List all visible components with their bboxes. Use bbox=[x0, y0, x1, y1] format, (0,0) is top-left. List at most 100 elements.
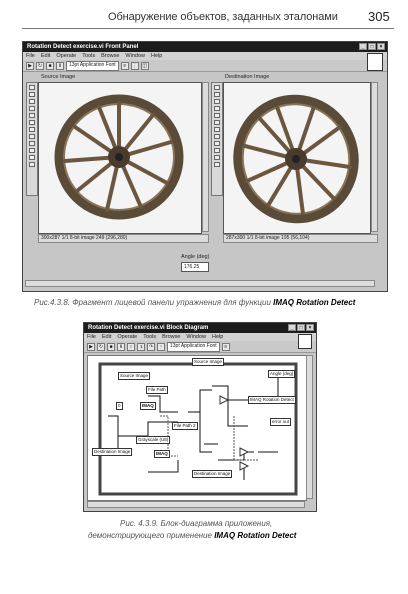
pointer-tool-icon[interactable] bbox=[29, 92, 35, 97]
menu-file[interactable]: File bbox=[87, 334, 96, 340]
abort-icon[interactable]: ■ bbox=[107, 342, 115, 351]
close-icon[interactable]: × bbox=[377, 43, 385, 50]
node-destination-image-bottom[interactable]: Destination Image bbox=[192, 470, 233, 478]
point-tool-icon[interactable] bbox=[29, 106, 35, 111]
menu-window[interactable]: Window bbox=[186, 334, 206, 340]
polygon-tool-icon[interactable] bbox=[214, 134, 220, 139]
source-image-display[interactable] bbox=[38, 82, 202, 234]
node-angle-out[interactable]: Angle (deg) bbox=[268, 370, 296, 378]
menu-edit[interactable]: Edit bbox=[40, 53, 51, 59]
source-status-bar: 300x287 1/1 8-bit image 249 (296,280) bbox=[38, 234, 209, 243]
oval-tool-icon[interactable] bbox=[214, 127, 220, 132]
zoom-tool-icon[interactable] bbox=[214, 85, 220, 90]
diagram-vscroll[interactable] bbox=[306, 355, 313, 499]
node-source-image-top[interactable]: Source Image bbox=[192, 358, 225, 366]
reorder-icon[interactable]: ◫ bbox=[140, 61, 149, 70]
maximize-icon[interactable]: □ bbox=[368, 43, 376, 50]
rect-tool-icon[interactable] bbox=[29, 120, 35, 125]
minimize-icon[interactable]: _ bbox=[359, 43, 367, 50]
broken-line-tool-icon[interactable] bbox=[214, 155, 220, 160]
line-tool-icon[interactable] bbox=[214, 113, 220, 118]
menu-file[interactable]: File bbox=[26, 53, 35, 59]
figure2-caption-text: демонстрирующего применение bbox=[88, 531, 212, 540]
source-wheel-image bbox=[39, 83, 201, 233]
step-into-icon[interactable]: ↴ bbox=[137, 342, 145, 351]
highlight-execution-icon[interactable]: ♀ bbox=[127, 342, 135, 351]
align-icon[interactable]: ≡ bbox=[120, 61, 129, 70]
run-continuous-icon[interactable]: ↻ bbox=[36, 61, 44, 70]
menu-tools[interactable]: Tools bbox=[143, 334, 157, 340]
freehand-tool-icon[interactable] bbox=[214, 141, 220, 146]
block-diagram-title: Rotation Detect exercise.vi Block Diagra… bbox=[88, 325, 209, 331]
node-file-path-2[interactable]: File Path 2 bbox=[172, 422, 198, 430]
figure2-caption-line2: демонстрирующего применение IMAQ Rotatio… bbox=[88, 531, 296, 540]
node-destination-image-left[interactable]: Destination Image bbox=[92, 448, 133, 456]
menu-edit[interactable]: Edit bbox=[101, 334, 112, 340]
menu-tools[interactable]: Tools bbox=[82, 53, 96, 59]
menu-help[interactable]: Help bbox=[150, 53, 163, 59]
front-panel-titlebar[interactable]: Rotation Detect exercise.vi Front Panel … bbox=[23, 42, 387, 52]
running-header: Обнаружение объектов, заданных эталонами bbox=[108, 11, 338, 23]
maximize-icon[interactable]: □ bbox=[297, 324, 305, 331]
front-panel-toolbar: ▶ ↻ ■ Ⅱ 13pt Application Font ≡ ⋮ ◫ bbox=[23, 60, 387, 72]
node-error-out[interactable]: error out bbox=[270, 418, 292, 426]
figure2-caption-line1: Рис. 4.3.9. Блок-диаграмма приложения, bbox=[120, 519, 273, 528]
node-imaq-1[interactable]: IMAQ bbox=[140, 402, 156, 410]
source-image-label: Source Image bbox=[41, 74, 76, 80]
freehand-tool-icon[interactable] bbox=[29, 141, 35, 146]
broken-line-tool-icon[interactable] bbox=[29, 155, 35, 160]
menu-operate[interactable]: Operate bbox=[56, 53, 77, 59]
menu-browse[interactable]: Browse bbox=[162, 334, 181, 340]
destination-vscroll[interactable] bbox=[371, 82, 378, 232]
node-source-image-left[interactable]: Source Image bbox=[118, 372, 151, 380]
block-diagram-titlebar[interactable]: Rotation Detect exercise.vi Block Diagra… bbox=[84, 323, 316, 333]
run-arrow-icon[interactable]: ▶ bbox=[87, 342, 95, 351]
step-over-icon[interactable]: ↷ bbox=[147, 342, 155, 351]
front-panel-menubar: File Edit Operate Tools Browse Window He… bbox=[23, 52, 387, 60]
annulus-tool-icon[interactable] bbox=[29, 148, 35, 153]
pan-tool-icon[interactable] bbox=[29, 99, 35, 104]
font-selector[interactable]: 13pt Application Font bbox=[66, 60, 119, 71]
front-panel-title: Rotation Detect exercise.vi Front Panel bbox=[27, 44, 139, 50]
close-icon[interactable]: × bbox=[306, 324, 314, 331]
run-continuous-icon[interactable]: ↻ bbox=[97, 342, 105, 351]
diagram-hscroll[interactable] bbox=[87, 501, 305, 508]
node-imaq-rotation-detect[interactable]: IMAQ Rotation Detect bbox=[248, 396, 296, 404]
zoom-tool-icon[interactable] bbox=[29, 85, 35, 90]
menu-window[interactable]: Window bbox=[125, 53, 145, 59]
line-tool-icon[interactable] bbox=[29, 113, 35, 118]
node-grayscale[interactable]: Grayscale (U8) bbox=[136, 436, 171, 444]
abort-icon[interactable]: ■ bbox=[46, 61, 54, 70]
figure1-caption: Рис.4.3.8. Фрагмент лицевой панели упраж… bbox=[34, 298, 355, 307]
destination-image-display[interactable] bbox=[223, 82, 371, 234]
menu-browse[interactable]: Browse bbox=[101, 53, 120, 59]
destination-tool-palette bbox=[211, 82, 223, 196]
node-file-path[interactable]: File Path bbox=[146, 386, 168, 394]
pause-icon[interactable]: Ⅱ bbox=[117, 342, 125, 351]
figure2-caption-bold: IMAQ Rotation Detect bbox=[214, 531, 297, 540]
rotated-rect-tool-icon[interactable] bbox=[29, 162, 35, 167]
node-imaq-2[interactable]: IMAQ bbox=[154, 450, 170, 458]
menu-operate[interactable]: Operate bbox=[117, 334, 138, 340]
pause-icon[interactable]: Ⅱ bbox=[56, 61, 64, 70]
rotated-rect-tool-icon[interactable] bbox=[214, 162, 220, 167]
point-tool-icon[interactable] bbox=[214, 106, 220, 111]
font-selector[interactable]: 13pt Application Font bbox=[167, 341, 220, 352]
figure1-caption-text: Рис.4.3.8. Фрагмент лицевой панели упраж… bbox=[34, 298, 271, 307]
distribute-icon[interactable]: ⋮ bbox=[130, 61, 139, 70]
node-num-val[interactable]: 0 bbox=[116, 402, 123, 410]
polygon-tool-icon[interactable] bbox=[29, 134, 35, 139]
pointer-tool-icon[interactable] bbox=[214, 92, 220, 97]
annulus-tool-icon[interactable] bbox=[214, 148, 220, 153]
panel-hscroll[interactable] bbox=[25, 280, 375, 287]
pan-tool-icon[interactable] bbox=[214, 99, 220, 104]
minimize-icon[interactable]: _ bbox=[288, 324, 296, 331]
align-icon[interactable]: ≡ bbox=[221, 342, 230, 351]
oval-tool-icon[interactable] bbox=[29, 127, 35, 132]
run-arrow-icon[interactable]: ▶ bbox=[26, 61, 34, 70]
step-out-icon[interactable]: ↑ bbox=[157, 342, 165, 351]
block-diagram-canvas[interactable]: Source Image Angle (deg) Source Image Fi… bbox=[87, 355, 307, 501]
menu-help[interactable]: Help bbox=[211, 334, 224, 340]
rect-tool-icon[interactable] bbox=[214, 120, 220, 125]
source-vscroll[interactable] bbox=[202, 82, 209, 232]
